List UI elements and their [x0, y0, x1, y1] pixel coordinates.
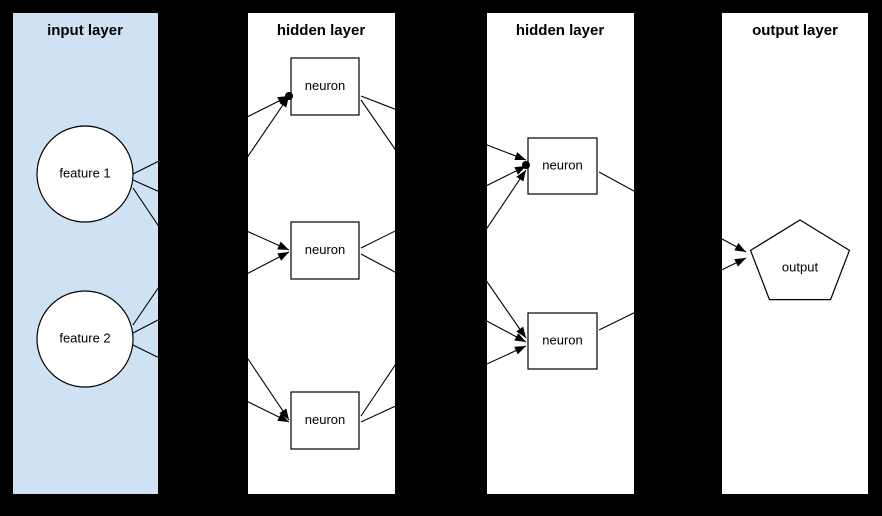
- layer-title-hidden-layer-2: hidden layer: [516, 22, 605, 39]
- node-shape-hidden-1-neuron-1[interactable]: [290, 57, 360, 116]
- arrowhead-e-h1n2-h2n1: [514, 166, 526, 175]
- arrowheads-group: [277, 92, 746, 422]
- node-label-hidden-1-neuron-1: neuron: [305, 78, 345, 93]
- gap-band-gap-bottom: [0, 494, 882, 516]
- arrowhead-e-h2n2-out: [734, 258, 746, 267]
- node-label-hidden-2-neuron-2: neuron: [542, 332, 582, 347]
- node-label-hidden-1-neuron-2: neuron: [305, 242, 345, 257]
- node-shape-feature-1[interactable]: [36, 125, 134, 223]
- node-shape-hidden-2-neuron-2[interactable]: [527, 312, 598, 370]
- gap-band-gap-input-hidden1: [158, 0, 248, 516]
- layer-title-input-layer: input layer: [47, 22, 123, 39]
- node-label-feature-1: feature 1: [59, 165, 110, 180]
- gap-band-gap-hidden2-output: [634, 0, 722, 516]
- arrowhead-e-f2-h1n2: [277, 252, 289, 261]
- arrowhead-e-f2-h1n3: [277, 413, 289, 422]
- arrowhead-e-h1n1-h2n2: [516, 326, 526, 338]
- arrowhead-e-h1n3-h2n1: [516, 170, 526, 182]
- titles-group: input layer hidden layer hidden layer outpu…: [47, 22, 838, 39]
- arrowhead-e-h1n1-h2n1: [514, 152, 526, 160]
- layer-title-hidden-layer-1: hidden layer: [277, 22, 366, 39]
- layer-panel-hidden-layer-2: [487, 13, 634, 494]
- nodes-group: feature 1 feature 2 neuron neuron neuron neur…: [36, 57, 851, 450]
- gap-band-gap-right: [868, 0, 882, 516]
- node-shape-hidden-1-neuron-3[interactable]: [290, 391, 360, 450]
- edge-convergence-dot-h1n1: [285, 92, 293, 100]
- arrowhead-e-h1n3-h2n2: [514, 346, 526, 355]
- node-shape-hidden-2-neuron-1[interactable]: [527, 137, 598, 195]
- node-shape-feature-2[interactable]: [36, 290, 134, 388]
- arrowhead-e-h2n1-out: [734, 243, 746, 252]
- node-label-feature-2: feature 2: [59, 330, 110, 345]
- gap-band-gap-top: [0, 0, 882, 13]
- edge-convergence-dot-h2n1: [522, 161, 530, 169]
- node-label-hidden-2-neuron-1: neuron: [542, 157, 582, 172]
- arrowhead-e-f1-h1n2: [277, 241, 289, 250]
- gap-band-gap-left: [0, 0, 13, 516]
- node-label-hidden-1-neuron-3: neuron: [305, 412, 345, 427]
- node-label-output-node: output: [782, 259, 819, 274]
- arrowhead-e-f1-h1n3: [279, 408, 289, 420]
- arrowhead-e-h1n2-h2n2: [514, 333, 526, 342]
- layer-panel-input-layer: [13, 13, 158, 494]
- node-shape-output-node[interactable]: [749, 219, 851, 301]
- layer-title-output-layer: output layer: [752, 22, 838, 39]
- gap-band-gap-hidden1-hidden2: [395, 0, 487, 516]
- node-shape-hidden-1-neuron-2[interactable]: [290, 221, 360, 280]
